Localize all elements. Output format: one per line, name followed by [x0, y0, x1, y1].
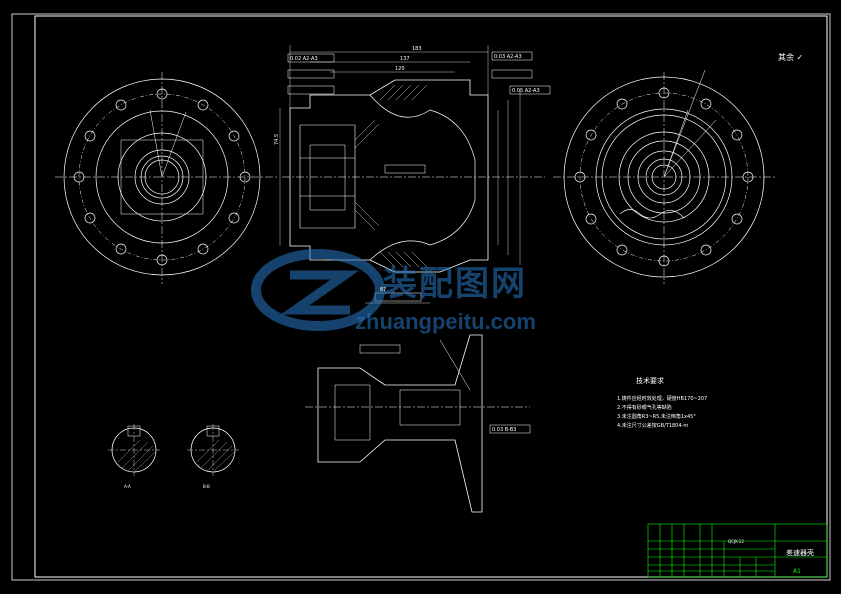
dim-tol-a: 0.03 A2-A3	[494, 54, 522, 60]
right-bolt-holes	[574, 87, 754, 267]
dim-overall-length: 183	[412, 46, 422, 52]
shaft-section-a	[108, 424, 160, 476]
watermark-logo-icon	[251, 249, 385, 331]
dim-tol-c: 0.05 A2-A3	[512, 88, 540, 94]
title-block	[647, 523, 828, 578]
main-dimension-lines	[279, 45, 521, 265]
title-block-code: QCJK-12	[728, 539, 744, 544]
tech-requirement-4: 4.未注尺寸公差按GB/T1804-m	[617, 423, 689, 429]
tech-requirement-2: 2.不得有砂眼气孔等缺陷	[617, 405, 672, 411]
outer-frame	[11, 13, 831, 581]
dim-tol-b: 0.02 A2-A3	[290, 56, 318, 62]
tech-requirement-3: 3.未注圆角R3~R5,未注倒角1x45°	[617, 414, 696, 420]
bottom-partial-view	[305, 292, 531, 513]
dim-bottom-tol: 0.03 B-B3	[492, 427, 516, 433]
dim-bottom: 87	[380, 287, 386, 293]
tech-requirement-1: 1.铸件应经时效处理，硬度HB170~207	[617, 396, 708, 402]
section-label-left: A-A	[124, 484, 131, 489]
main-section-view	[279, 45, 551, 273]
section-label-right: B-B	[203, 484, 210, 489]
roughness-note: 其余 ✓	[778, 53, 804, 62]
left-bolt-holes	[73, 88, 251, 266]
roughness-label: 其余	[778, 53, 794, 62]
watermark-brand: 装配图网	[383, 265, 527, 303]
dim-d3: 74.5	[274, 134, 280, 145]
watermark-url: zhuangpeitu.com	[355, 309, 536, 334]
dim-d2: 120	[395, 66, 405, 72]
tech-requirements-title: 技术要求	[636, 377, 664, 385]
title-block-part-name: 差速器壳	[786, 549, 814, 557]
inner-frame	[34, 15, 828, 578]
right-end-view	[553, 69, 775, 284]
title-block-sheet-size: A1	[793, 568, 801, 575]
left-end-view	[55, 72, 278, 284]
dim-d1: 137	[400, 56, 410, 62]
shaft-section-b	[187, 424, 239, 476]
main-tolerance-frames	[287, 51, 551, 174]
main-hatch	[354, 84, 428, 268]
